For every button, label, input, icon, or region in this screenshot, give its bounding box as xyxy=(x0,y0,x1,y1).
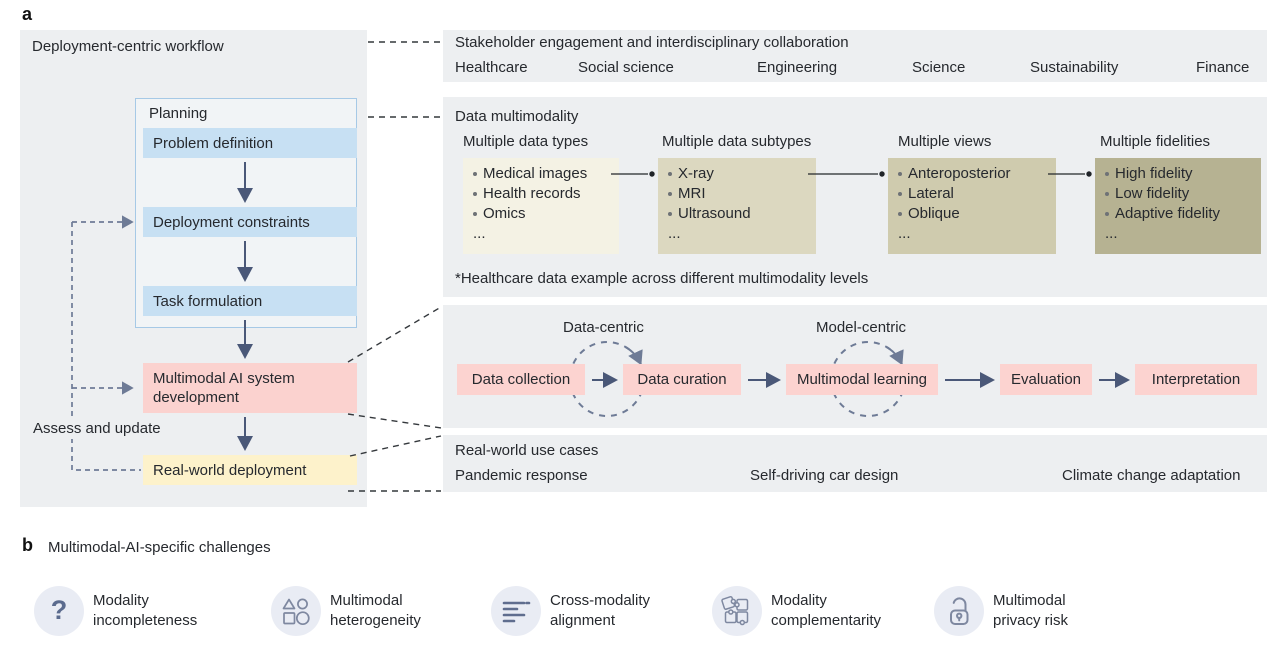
panel-b-title: Multimodal-AI-specific challenges xyxy=(48,539,271,556)
bullet-item: MRI xyxy=(678,185,706,202)
planning-title: Planning xyxy=(149,105,208,122)
bullet-item: Lateral xyxy=(908,185,954,202)
workflow-title: Deployment-centric workflow xyxy=(32,38,224,55)
open-lock-icon xyxy=(950,597,969,625)
level-box-types: Medical images Health records Omics ... xyxy=(463,158,619,254)
multimodality-footnote: *Healthcare data example across differen… xyxy=(455,270,869,287)
field-healthcare: Healthcare xyxy=(455,59,528,76)
bullet-dot xyxy=(473,192,477,196)
stage-interpretation: Interpretation xyxy=(1135,364,1257,395)
bullet-dot xyxy=(1105,212,1109,216)
step-task-formulation: Task formulation xyxy=(143,286,357,316)
ellipsis: ... xyxy=(898,225,911,242)
cycle-label-data-centric: Data-centric xyxy=(563,319,644,336)
bullet-dot xyxy=(898,192,902,196)
bullet-item: Low fidelity xyxy=(1115,185,1190,202)
challenge-label-heterogeneity: Multimodal heterogeneity xyxy=(330,592,421,629)
field-finance: Finance xyxy=(1196,59,1250,76)
ellipsis: ... xyxy=(668,225,681,242)
bullet-item: Ultrasound xyxy=(678,205,751,222)
bullet-item: Anteroposterior xyxy=(908,165,1011,182)
challenge-label-alignment: Cross-modality alignment xyxy=(550,592,651,629)
step-deployment-constraints: Deployment constraints xyxy=(143,207,357,237)
bullet-dot xyxy=(1105,172,1109,176)
level-title-fidelities: Multiple fidelities xyxy=(1100,133,1211,150)
field-social-science: Social science xyxy=(578,59,674,76)
challenge-label-incompleteness: Modality incompleteness xyxy=(93,592,198,629)
ellipsis: ... xyxy=(1105,225,1118,242)
level-title-types: Multiple data types xyxy=(463,133,589,150)
use-cases-title: Real-world use cases xyxy=(455,442,599,459)
field-science: Science xyxy=(912,59,966,76)
use-case-self-driving: Self-driving car design xyxy=(750,467,899,484)
cycle-label-model-centric: Model-centric xyxy=(816,319,907,336)
level-box-subtypes: X-ray MRI Ultrasound ... xyxy=(658,158,816,254)
stage-multimodal-learning: Multimodal learning xyxy=(786,364,938,395)
stage-evaluation: Evaluation xyxy=(1000,364,1092,395)
deployment-box: Real-world deployment xyxy=(143,455,357,485)
field-sustainability: Sustainability xyxy=(1030,59,1119,76)
bullet-item: X-ray xyxy=(678,165,714,182)
development-box: Multimodal AI system development xyxy=(143,363,357,413)
level-box-views: Anteroposterior Lateral Oblique ... xyxy=(888,158,1056,254)
use-case-pandemic: Pandemic response xyxy=(455,467,588,484)
bullet-item: Health records xyxy=(483,185,581,202)
bullet-dot xyxy=(473,212,477,216)
challenge-badge-heterogeneity xyxy=(271,586,321,636)
field-engineering: Engineering xyxy=(757,59,838,76)
bullet-dot xyxy=(473,172,477,176)
level-box-fidelities: High fidelity Low fidelity Adaptive fide… xyxy=(1095,158,1261,254)
stakeholder-panel xyxy=(443,30,1267,82)
bullet-dot xyxy=(668,172,672,176)
bullet-dot xyxy=(898,212,902,216)
stage-data-curation: Data curation xyxy=(623,364,741,395)
level-title-views: Multiple views xyxy=(898,133,992,150)
ellipsis: ... xyxy=(473,225,486,242)
puzzle-icon xyxy=(721,596,749,626)
panel-b-label: b xyxy=(22,535,33,555)
bullet-dot xyxy=(1105,192,1109,196)
challenge-label-privacy: Multimodal privacy risk xyxy=(993,592,1069,629)
data-multimodality-title: Data multimodality xyxy=(455,108,579,125)
stage-data-collection: Data collection xyxy=(457,364,585,395)
challenge-badge-complementarity xyxy=(712,586,762,636)
bullet-dot xyxy=(668,212,672,216)
bullet-item: Medical images xyxy=(483,165,588,182)
panel-a-label: a xyxy=(22,4,33,24)
level-title-subtypes: Multiple data subtypes xyxy=(662,133,812,150)
use-cases-panel xyxy=(443,435,1267,492)
challenge-label-complementarity: Modality complementarity xyxy=(771,592,882,629)
bullet-dot xyxy=(668,192,672,196)
use-case-climate: Climate change adaptation xyxy=(1062,467,1241,484)
shapes-icon xyxy=(282,598,310,626)
bullet-dot xyxy=(898,172,902,176)
step-problem-definition: Problem definition xyxy=(143,128,357,158)
stakeholder-title: Stakeholder engagement and interdiscipli… xyxy=(455,34,849,51)
bullet-item: Omics xyxy=(483,205,526,222)
bullet-item: Adaptive fidelity xyxy=(1115,205,1221,222)
text-lines-icon xyxy=(502,601,531,623)
challenge-badge-incompleteness: ? xyxy=(34,586,84,636)
challenge-badge-alignment xyxy=(491,586,541,636)
bullet-item: High fidelity xyxy=(1115,165,1193,182)
challenge-badge-privacy xyxy=(934,586,984,636)
assess-and-update-label: Assess and update xyxy=(28,418,166,439)
question-mark-icon: ? xyxy=(50,594,68,625)
bullet-item: Oblique xyxy=(908,205,960,222)
